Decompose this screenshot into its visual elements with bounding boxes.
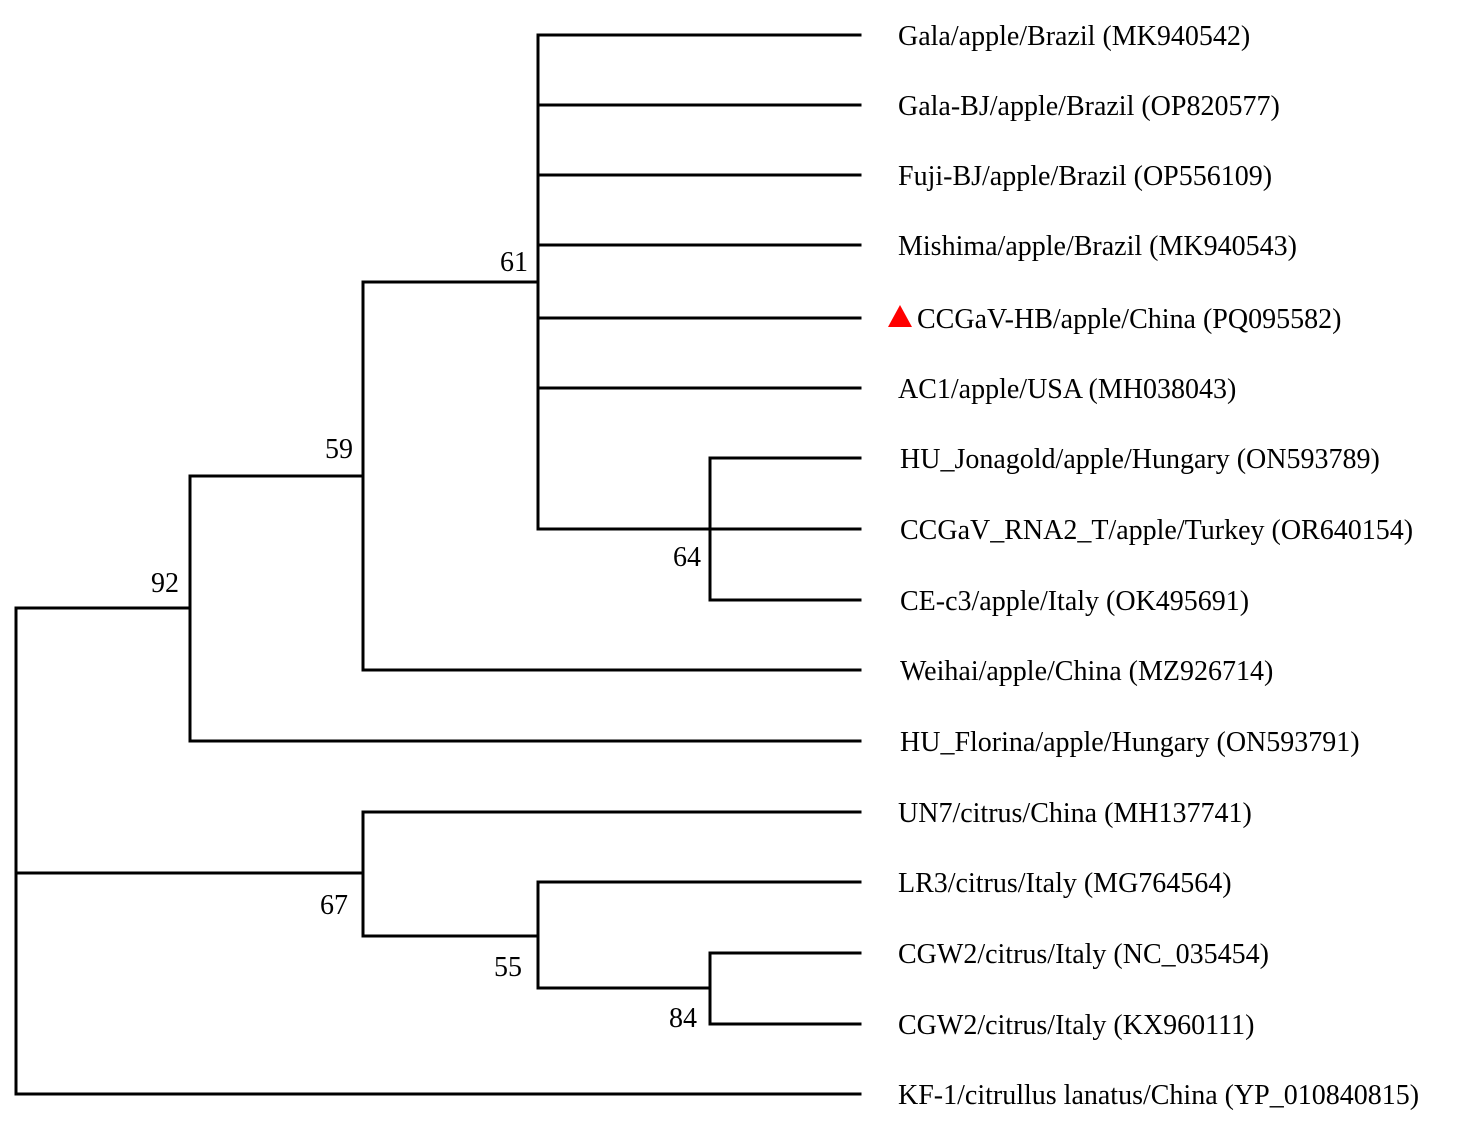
leaf-label-l7: HU_Jonagold/apple/Hungary (ON593789) <box>900 444 1380 475</box>
support-value-n61: 61 <box>500 247 528 278</box>
leaf-label-l16: KF-1/citrullus lanatus/China (YP_0108408… <box>898 1080 1419 1111</box>
leaf-label-l10: Weihai/apple/China (MZ926714) <box>900 656 1273 687</box>
leaf-label-l9: CE-c3/apple/Italy (OK495691) <box>900 586 1249 617</box>
support-value-n92: 92 <box>151 568 179 599</box>
support-value-n84: 84 <box>669 1003 697 1034</box>
leaf-label-l11: HU_Florina/apple/Hungary (ON593791) <box>900 727 1360 758</box>
support-value-n64: 64 <box>673 542 701 573</box>
support-value-n67: 67 <box>320 890 348 921</box>
leaf-label-l6: AC1/apple/USA (MH038043) <box>898 374 1236 405</box>
leaf-label-l13: LR3/citrus/Italy (MG764564) <box>898 868 1232 899</box>
support-value-n59: 59 <box>325 434 353 465</box>
tree-labels: Gala/apple/Brazil (MK940542) Gala-BJ/appl… <box>151 21 1419 1111</box>
leaf-label-l5: CCGaV-HB/apple/China (PQ095582) <box>917 304 1341 335</box>
leaf-label-l2: Gala-BJ/apple/Brazil (OP820577) <box>898 91 1280 122</box>
leaf-label-l14: CGW2/citrus/Italy (NC_035454) <box>898 939 1269 970</box>
leaf-label-l8: CCGaV_RNA2_T/apple/Turkey (OR640154) <box>900 515 1413 546</box>
leaf-label-l1: Gala/apple/Brazil (MK940542) <box>898 21 1250 52</box>
support-value-n55: 55 <box>494 952 522 983</box>
leaf-label-l12: UN7/citrus/China (MH137741) <box>898 798 1252 829</box>
triangle-icon <box>888 305 912 327</box>
leaf-label-l15: CGW2/citrus/Italy (KX960111) <box>898 1010 1254 1041</box>
leaf-label-l3: Fuji-BJ/apple/Brazil (OP556109) <box>898 161 1272 192</box>
leaf-label-l4: Mishima/apple/Brazil (MK940543) <box>898 231 1297 262</box>
tree-branches <box>14 33 862 1096</box>
